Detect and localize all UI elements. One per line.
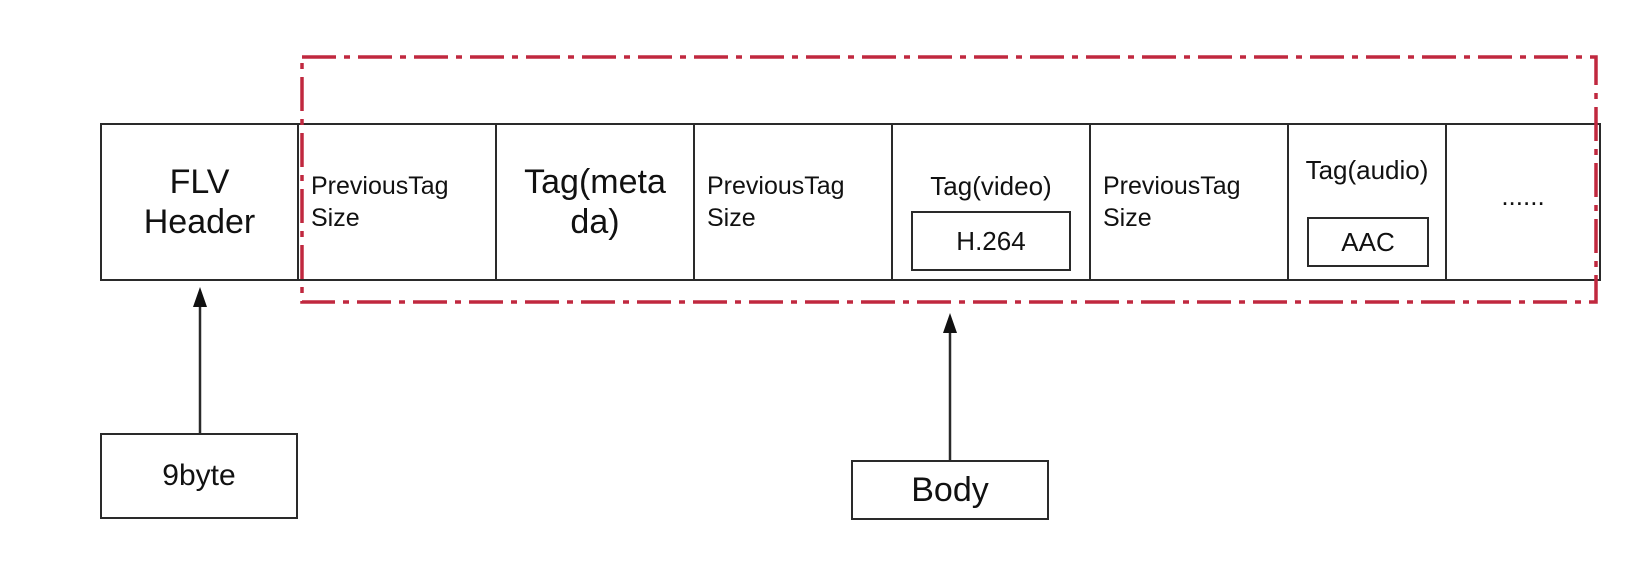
aac-box: AAC bbox=[1307, 217, 1429, 267]
previous-tag-size-text-1: PreviousTag Size bbox=[311, 172, 449, 232]
previous-tag-size-cell-2: PreviousTag Size bbox=[693, 123, 893, 281]
previous-tag-size-cell-1: PreviousTag Size bbox=[297, 123, 497, 281]
previous-tag-size-text-2: PreviousTag Size bbox=[707, 172, 845, 232]
ellipsis-text: ...... bbox=[1501, 180, 1545, 211]
h264-text: H.264 bbox=[956, 225, 1026, 256]
tag-video-cell: Tag(video) H.264 bbox=[891, 123, 1091, 281]
previous-tag-size-cell-3: PreviousTag Size bbox=[1089, 123, 1289, 281]
header-size-box: 9byte bbox=[100, 433, 298, 519]
arrow-to-flv-header bbox=[193, 287, 207, 433]
tag-audio-cell: Tag(audio) AAC bbox=[1287, 123, 1447, 281]
previous-tag-size-text-3: PreviousTag Size bbox=[1103, 172, 1241, 232]
flv-header-cell: FLV Header bbox=[100, 123, 299, 281]
h264-box: H.264 bbox=[911, 211, 1071, 271]
body-label-text: Body bbox=[911, 470, 989, 509]
tag-meta-text: Tag(meta da) bbox=[524, 163, 666, 241]
aac-text: AAC bbox=[1341, 226, 1395, 257]
flv-header-text: FLV Header bbox=[143, 163, 256, 241]
body-label-box: Body bbox=[851, 460, 1049, 520]
ellipsis-cell: ...... bbox=[1445, 123, 1601, 281]
tag-audio-label: Tag(audio) bbox=[1305, 155, 1429, 185]
tag-meta-cell: Tag(meta da) bbox=[495, 123, 695, 281]
header-size-text: 9byte bbox=[162, 459, 236, 492]
tag-video-label: Tag(video) bbox=[930, 171, 1052, 201]
arrow-to-tag-video bbox=[943, 313, 957, 460]
